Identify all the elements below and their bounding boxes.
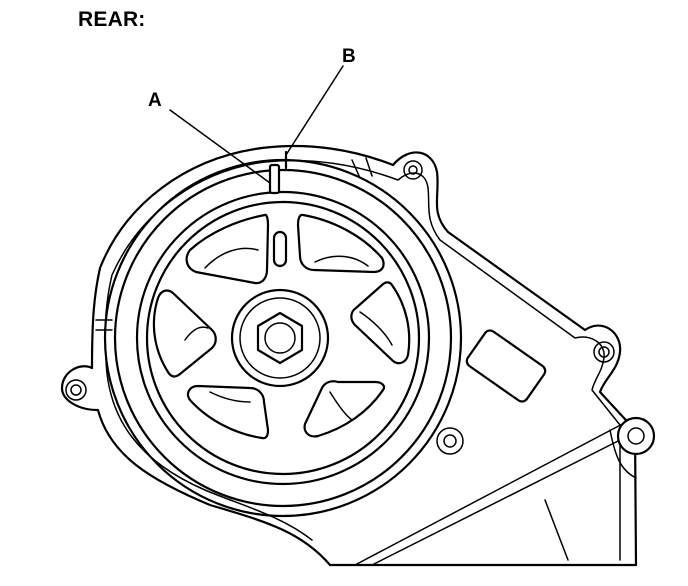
pulley-rim-outer [113,168,453,508]
hub-inner [239,297,321,379]
pulley-rim-inner [135,190,431,486]
right-bolt-boss [616,416,656,456]
center-bolt-washer [264,322,296,354]
spoke-windows [152,213,411,440]
window-shading [184,247,393,421]
lower-boss [436,427,464,455]
pulley-web-ring [145,200,421,476]
pulley-slot [272,230,288,268]
hub-outer [230,288,330,388]
callout-b-label: B [342,46,356,67]
housing-tab-marks [95,157,373,331]
inspection-pad [465,329,547,403]
housing-outline [60,144,638,567]
left-ear-bolt-hole [65,379,87,401]
right-ear-bolt-hole [593,341,615,363]
callout-b-leader [285,65,344,156]
top-ear-bolt-hole [403,160,423,180]
housing-inner-outline [104,159,621,561]
pulley-pointer-mark [268,163,281,195]
center-bolt-hex [256,311,304,365]
callout-a-label: A [148,90,162,111]
view-heading: REAR: [78,8,146,31]
cover-edge-lines [354,419,637,566]
callout-a-leader [169,109,271,184]
pulley-outer-ring [103,158,463,518]
